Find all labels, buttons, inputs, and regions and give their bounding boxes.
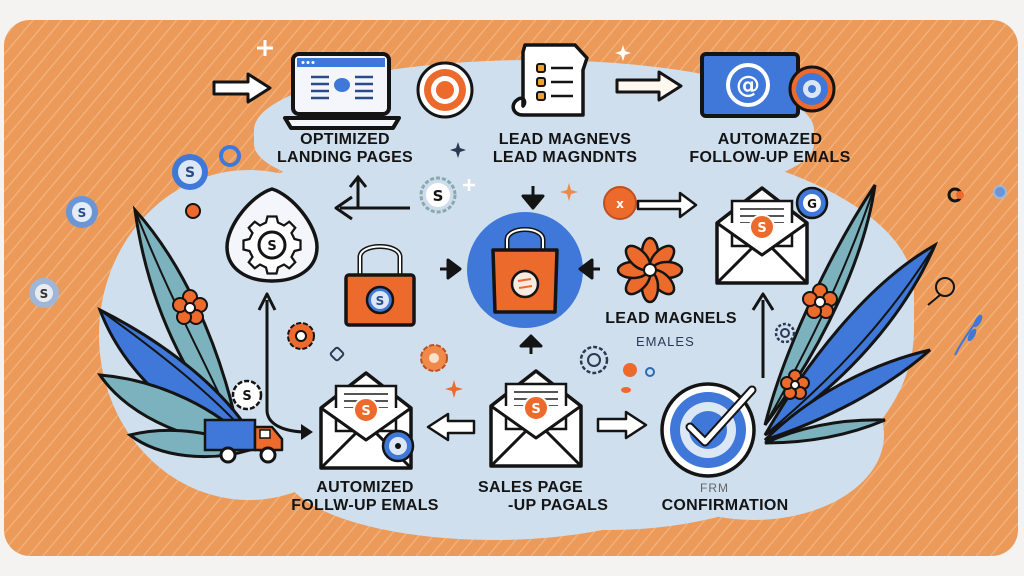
sparkle-icon [450,142,466,158]
arrow-right-icon [212,72,272,104]
open-envelope-icon: S [319,371,415,470]
sparkle-icon [615,45,631,61]
label-line: AUTOMAZED [717,131,823,148]
label-line: LEAD MAGNDNTS [492,149,638,166]
sparkle-icon [560,183,578,201]
flower-icon [616,236,684,304]
label-line: -UP PAGALS [508,497,609,514]
label-optimized-landing-pages: OPTIMIZED LANDING PAGES [270,131,420,167]
svg-text:x: x [616,197,624,211]
svg-text:S: S [376,294,385,308]
label-frm-faded: FRM [700,481,729,495]
label-sales-page: SALES PAGE -UP PAGALS [478,479,628,515]
svg-text:S: S [185,165,195,181]
svg-text:@: @ [736,71,760,99]
label-confirmation: CONFIRMATION [645,497,805,515]
gear-icon [774,322,796,344]
sublabel-emails: EMALES [636,334,695,349]
open-envelope-icon: S G [715,186,829,285]
coin-gear-icon: S [419,176,457,214]
label-line: CONFIRMATION [661,497,789,514]
label-line: LEAD MAGNEVS [498,131,632,148]
coin-icon: S [29,278,59,308]
gear-outline-icon [579,345,609,375]
delivery-truck-icon: S [203,379,284,464]
shopping-bag-icon [467,212,583,328]
svg-text:G: G [807,197,817,211]
gear-orange-icon [287,322,315,350]
coin-icon: S [172,154,208,190]
label-lead-magnets-middle: LEAD MAGNELS [596,310,746,328]
label-line: OPTIMIZED [300,131,390,148]
arrow-left-icon [426,412,476,442]
svg-text:S: S [267,239,276,254]
label-line: LEAD MAGNELS [605,310,737,327]
svg-text:S: S [40,287,49,301]
label-line: FOLLOW-UP EMALS [689,149,851,166]
label-line: AUTOMIZED [316,479,414,496]
arrow-left-small-icon [578,258,600,280]
sparkle-icon [463,179,475,191]
arrow-right-icon [596,410,648,440]
coin-icons-cluster: S S S [29,145,241,308]
gear-orange-icon [420,344,448,372]
sparkle-icon [257,40,273,56]
label-line: SALES PAGE [478,479,583,496]
label-automated-follow-up-emails: AUTOMAZED FOLLOW-UP EMALS [680,131,860,167]
svg-text:S: S [361,404,370,419]
label-lead-magnets-top: LEAD MAGNEVS LEAD MAGNDNTS [480,131,650,167]
arrow-left-icon [334,174,410,221]
svg-text:S: S [433,187,444,205]
gear-shield-icon: S [225,187,319,283]
leaf-foliage-right-icon [763,184,939,445]
decorative-dots-right [927,185,1007,356]
label-line: LANDING PAGES [276,149,414,166]
open-envelope-icon: S [489,369,583,468]
svg-text:S: S [242,389,251,404]
sparkle-icon [445,380,463,398]
svg-text:S: S [757,221,766,236]
diamond-outline-icon [329,346,345,362]
arrow-down-icon [521,186,545,210]
coin-arrow-icon: x [603,186,698,220]
checklist-scroll-icon [511,43,589,117]
arrow-up-curved-icon [257,292,313,440]
check-target-icon [660,382,757,478]
target-icon [416,61,474,119]
svg-text:S: S [531,402,540,417]
label-automized-follow-up-emails: AUTOMIZED FOLLW-UP EMALS [270,479,460,515]
arrow-right-icon [615,70,683,102]
coin-icon: S [66,196,98,228]
arrow-right-small-icon [440,258,462,280]
padlock-icon: S [344,244,416,327]
arrow-up-long-icon [751,292,775,378]
label-line: FOLLW-UP EMALS [291,497,439,514]
decorative-dots [621,363,655,393]
at-email-icon: @ [700,52,836,118]
laptop-icon [283,52,401,130]
svg-text:S: S [78,206,87,220]
arrow-up-icon [519,334,543,354]
